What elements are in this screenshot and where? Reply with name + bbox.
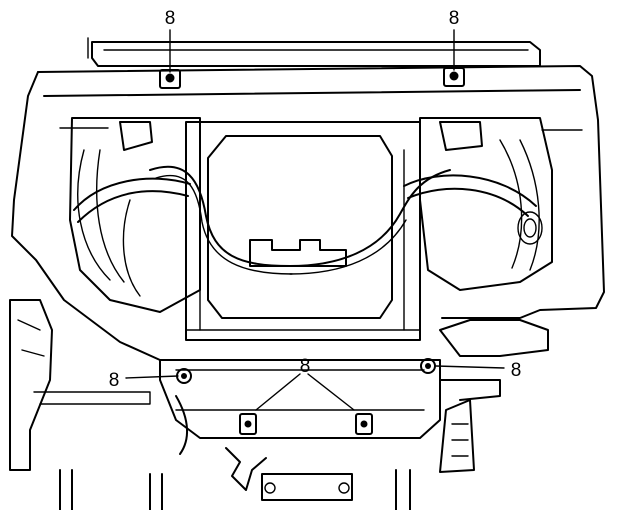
lower-right-assembly bbox=[439, 319, 549, 473]
leader-lines bbox=[125, 29, 505, 411]
lower-left-assembly bbox=[9, 299, 189, 471]
bolt-bottom-right bbox=[355, 413, 373, 435]
bolt-bottom-left bbox=[239, 413, 257, 435]
left-blower bbox=[69, 117, 201, 313]
top-rail bbox=[87, 37, 541, 67]
callout-bolt-right: 8 bbox=[511, 360, 522, 381]
center-case bbox=[185, 121, 421, 341]
callout-bolt-top-right: 8 bbox=[449, 8, 460, 29]
bolt-right bbox=[420, 358, 436, 374]
callout-bolt-top-left: 8 bbox=[165, 8, 176, 29]
bolt-left bbox=[176, 368, 192, 384]
callout-bolt-left: 8 bbox=[109, 370, 120, 391]
callout-bolt-bottom-center: 8 bbox=[300, 356, 311, 377]
housing-outline bbox=[11, 65, 605, 361]
right-blower bbox=[403, 117, 553, 291]
lower-frame bbox=[59, 359, 441, 510]
wiring-harness bbox=[149, 165, 451, 275]
